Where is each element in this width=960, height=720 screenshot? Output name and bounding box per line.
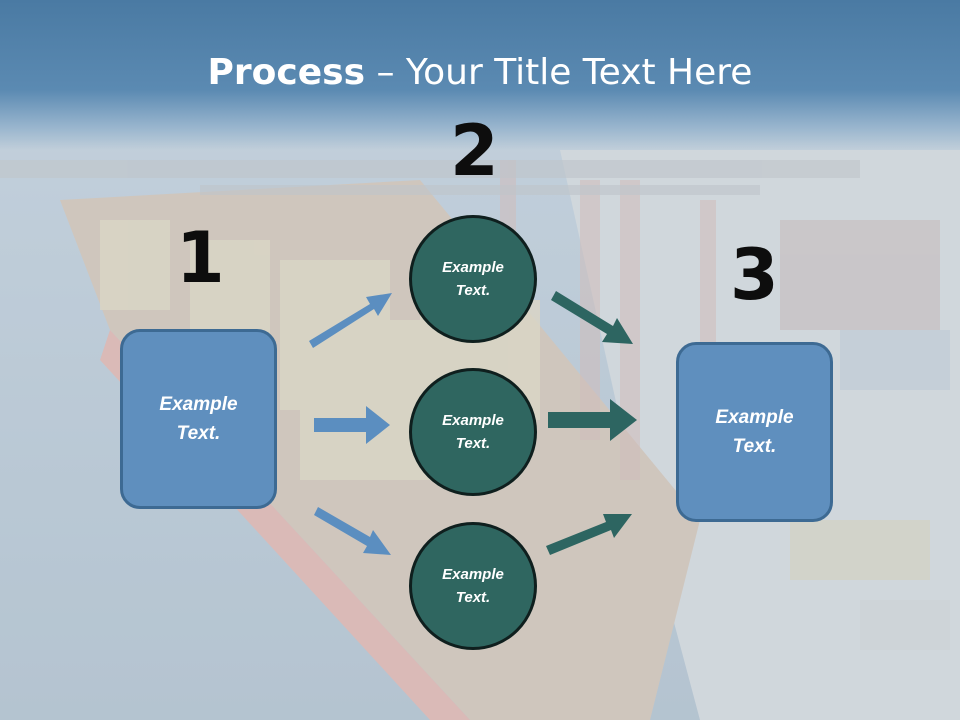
circle-top-line1: Example	[442, 259, 504, 276]
arrow-to-circle-2	[314, 406, 390, 444]
right-box-line2: Text.	[732, 436, 777, 457]
circle-bottom-line1: Example	[442, 566, 504, 583]
arrow-from-circle-3	[546, 514, 632, 555]
step-number-1: 1	[176, 217, 225, 299]
title-rest-part: – Your Title Text Here	[365, 52, 753, 93]
step-number-2: 2	[450, 110, 499, 192]
circle-top-line2: Text.	[455, 282, 491, 299]
arrow-to-circle-1	[309, 293, 392, 348]
arrow-to-circle-3	[314, 507, 391, 555]
left-box-line1: Example	[159, 394, 238, 415]
circle-bottom-line2: Text.	[455, 589, 491, 606]
slide-title: Process – Your Title Text Here	[0, 52, 960, 93]
circle-middle-line1: Example	[442, 412, 504, 429]
title-bold-part: Process	[207, 52, 366, 93]
circle-middle-line2: Text.	[455, 435, 491, 452]
arrow-from-circle-2	[548, 399, 637, 441]
left-box-line2: Text.	[176, 423, 221, 444]
step-number-3: 3	[730, 234, 779, 316]
arrow-from-circle-1	[551, 291, 633, 344]
title-band	[0, 0, 960, 150]
right-box-line1: Example	[715, 407, 794, 428]
